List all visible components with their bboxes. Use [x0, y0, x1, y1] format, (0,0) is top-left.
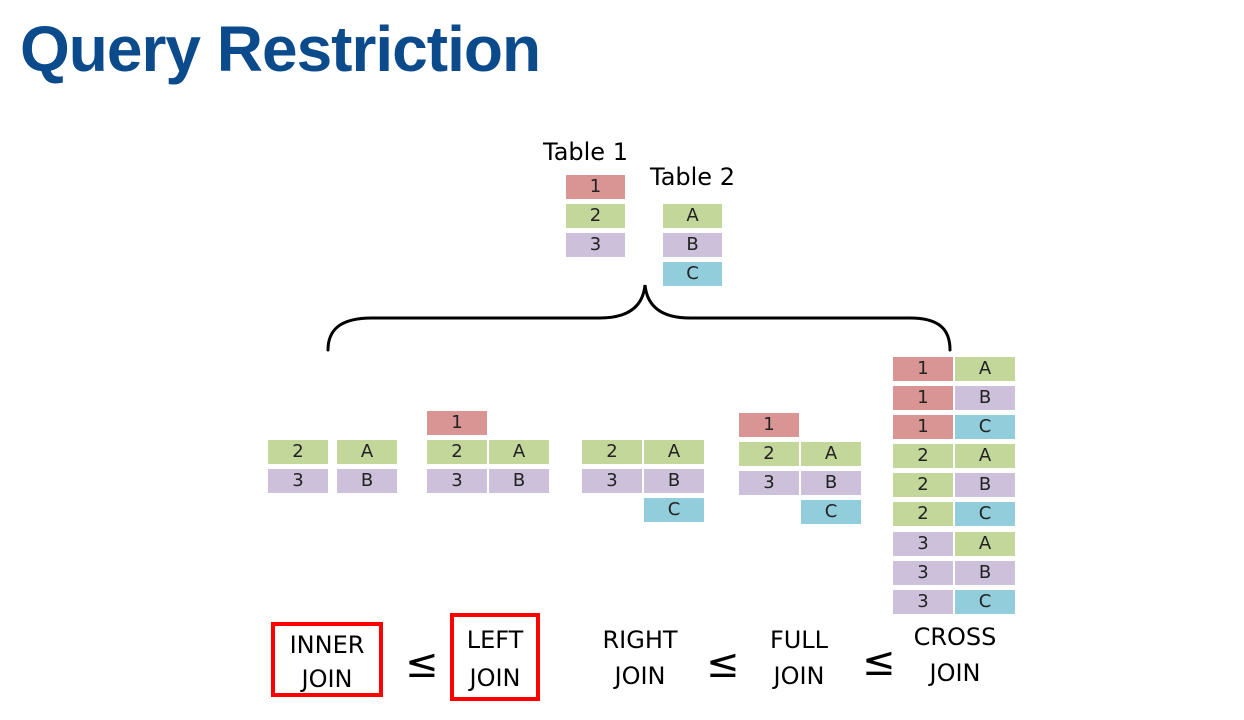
right-row-2-right: B: [644, 469, 704, 493]
cross-join-label: CROSS JOIN: [899, 619, 1011, 691]
full-row-2-left: 2: [739, 442, 799, 466]
full-join-label: FULL JOIN: [743, 622, 855, 694]
inner-row-1-left: 2: [268, 440, 328, 464]
full-join-line1: FULL: [769, 626, 829, 654]
right-join-label: RIGHT JOIN: [584, 622, 696, 694]
cross-row-6-right: C: [955, 502, 1015, 526]
cross-join-line2: JOIN: [929, 659, 981, 687]
cross-join-line1: CROSS: [913, 623, 997, 651]
table2-row-c: C: [663, 262, 722, 286]
full-join-line2: JOIN: [773, 662, 825, 690]
cross-row-2-left: 1: [893, 386, 953, 410]
cross-row-8-right: B: [955, 561, 1015, 585]
table1-row-3: 3: [566, 233, 625, 257]
inner-row-2-right: B: [337, 469, 397, 493]
right-join-line2: JOIN: [614, 662, 666, 690]
full-row-2-right: A: [801, 442, 861, 466]
left-row-2-left: 2: [427, 440, 487, 464]
table2-row-a: A: [663, 204, 722, 228]
table2-row-b: B: [663, 233, 722, 257]
right-join-line1: RIGHT: [602, 626, 678, 654]
left-row-3-left: 3: [427, 469, 487, 493]
cross-row-1-left: 1: [893, 357, 953, 381]
right-row-1-right: A: [644, 440, 704, 464]
leq-symbol-2: ≤: [706, 641, 740, 687]
full-row-3-left: 3: [739, 471, 799, 495]
right-row-3-right: C: [644, 498, 704, 522]
table2-label: Table 2: [650, 163, 735, 191]
cross-row-4-right: A: [955, 444, 1015, 468]
page-title: Query Restriction: [20, 13, 541, 85]
cross-row-5-right: B: [955, 473, 1015, 497]
cross-row-3-right: C: [955, 415, 1015, 439]
cross-row-7-left: 3: [893, 532, 953, 556]
leq-symbol-1: ≤: [405, 641, 439, 687]
inner-join-line1: INNER: [289, 631, 365, 659]
left-row-3-right: B: [489, 469, 549, 493]
inner-join-line2: JOIN: [301, 665, 353, 693]
inner-row-2-left: 3: [268, 469, 328, 493]
table1-row-1: 1: [566, 175, 625, 199]
cross-row-6-left: 2: [893, 502, 953, 526]
right-row-1-left: 2: [582, 440, 642, 464]
inner-join-label: INNER JOIN: [271, 622, 383, 697]
left-row-1-left: 1: [427, 411, 487, 435]
cross-row-2-right: B: [955, 386, 1015, 410]
full-row-4-right: C: [801, 500, 861, 524]
left-row-2-right: A: [489, 440, 549, 464]
cross-row-1-right: A: [955, 357, 1015, 381]
table1-row-2: 2: [566, 204, 625, 228]
cross-row-9-left: 3: [893, 590, 953, 614]
cross-row-7-right: A: [955, 532, 1015, 556]
cross-row-8-left: 3: [893, 561, 953, 585]
table1-label: Table 1: [543, 138, 628, 166]
full-row-1-left: 1: [739, 413, 799, 437]
cross-row-4-left: 2: [893, 444, 953, 468]
cross-row-9-right: C: [955, 590, 1015, 614]
cross-row-3-left: 1: [893, 415, 953, 439]
left-join-label: LEFT JOIN: [450, 613, 540, 701]
left-join-line2: JOIN: [469, 664, 521, 692]
leq-symbol-3: ≤: [862, 639, 896, 685]
inner-row-1-right: A: [337, 440, 397, 464]
full-row-3-right: B: [801, 471, 861, 495]
right-row-2-left: 3: [582, 469, 642, 493]
left-join-line1: LEFT: [466, 626, 524, 654]
cross-row-5-left: 2: [893, 473, 953, 497]
